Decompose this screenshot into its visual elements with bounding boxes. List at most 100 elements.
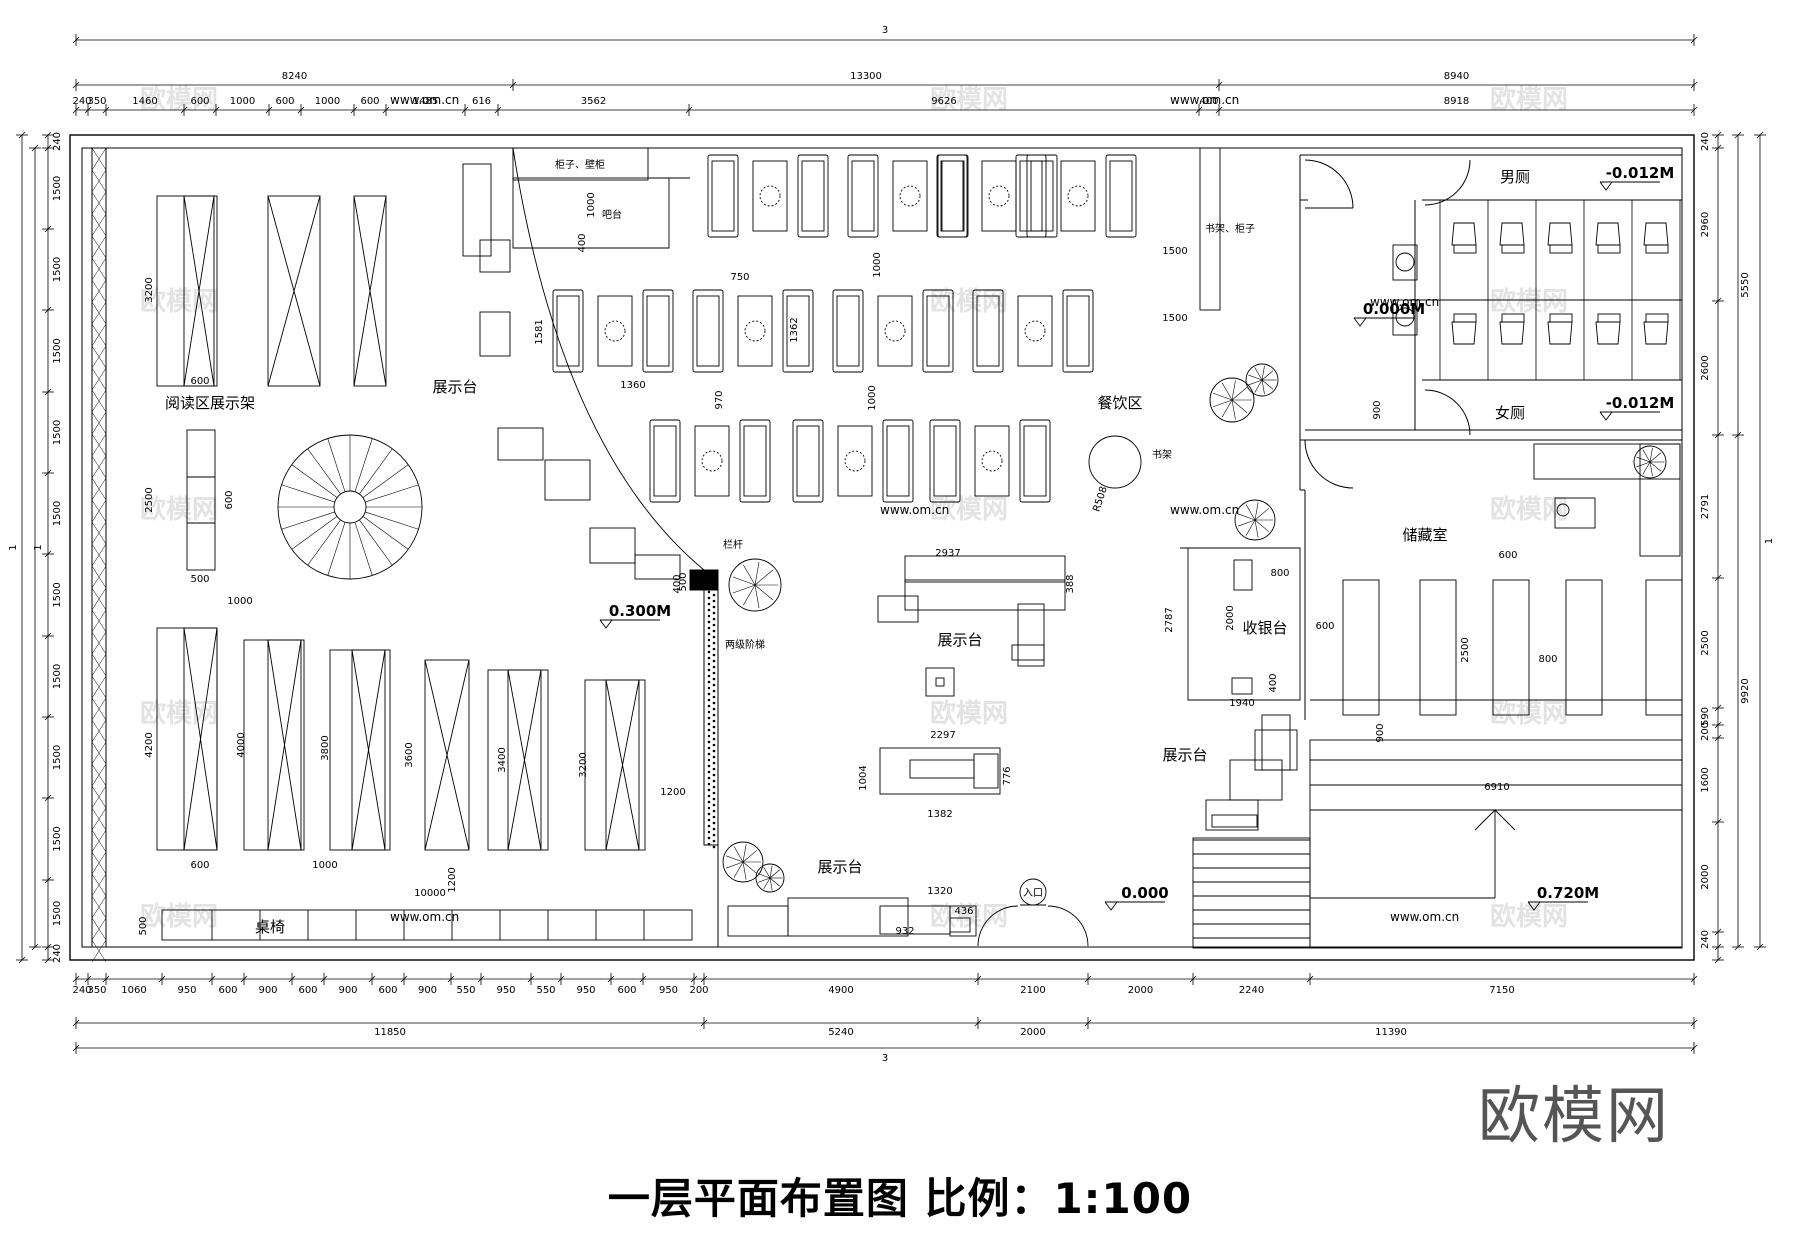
label-dining-area: 餐饮区 — [1097, 394, 1142, 412]
dimension-tick — [208, 975, 216, 983]
right-tier2-label: 5550 — [1740, 272, 1751, 297]
toilet-tank — [1597, 313, 1621, 323]
toilet-fixture — [1451, 222, 1477, 246]
stair-tread — [307, 519, 341, 566]
dimension-tick — [297, 106, 305, 114]
top-tier3-label: 350 — [87, 96, 106, 107]
label-cabinet: 柜子、壁柜 — [555, 158, 605, 171]
top-tier3-label: 240 — [72, 96, 91, 107]
toilet-tank — [1453, 313, 1477, 323]
washbasin — [1395, 252, 1415, 272]
sofa-seat — [832, 289, 864, 373]
plant-leaf — [1254, 519, 1269, 532]
plant-leaf — [742, 861, 757, 874]
inner-dimension-label: 1004 — [858, 765, 869, 790]
bookshelf-frame — [329, 649, 391, 851]
cashier-counter — [1180, 547, 1301, 701]
brace-diagonal — [91, 763, 107, 787]
watermark-url: www.om.cn — [880, 503, 949, 517]
left-seg-label: 1500 — [52, 176, 63, 201]
right-tier1-label: 2500 — [1700, 630, 1711, 655]
level-stage: 0.720M — [1537, 884, 1599, 902]
hatch-dot — [712, 833, 716, 837]
stair-tread — [359, 519, 393, 566]
dimension-tick — [1734, 131, 1742, 139]
dimension-tick — [180, 106, 188, 114]
dining-table — [981, 160, 1017, 232]
plant-leaf — [1636, 456, 1651, 463]
plant-leaf — [1245, 504, 1256, 521]
brace-diagonal — [91, 345, 107, 369]
inner-dimension-label: 600 — [190, 376, 209, 387]
stair-tread — [365, 484, 419, 503]
shelf-cross — [351, 649, 386, 851]
hatch-dot — [712, 653, 716, 657]
left-overall-a-label: 1 — [8, 544, 19, 550]
dimension-tick — [320, 975, 328, 983]
brace-diagonal — [91, 741, 107, 765]
plant-leaf — [754, 584, 760, 609]
watermark-text: 欧模网 — [140, 901, 218, 932]
brace-diagonal — [91, 917, 107, 941]
hatch-dot — [707, 662, 711, 666]
top-tier3-label: 1485 — [413, 96, 438, 107]
plant-leaf — [742, 844, 747, 863]
table-plant — [759, 185, 781, 207]
dimension-tick — [1714, 818, 1722, 826]
level-marker — [599, 619, 613, 629]
sofa-seat — [692, 289, 724, 373]
level-womens-toilet: -0.012M — [1606, 394, 1675, 412]
dimension-tick — [288, 975, 296, 983]
hatch-dot — [712, 845, 716, 849]
plant-pot — [755, 863, 785, 893]
label-bar-counter: 吧台 — [602, 208, 622, 221]
inner-dimension-label: 400 — [577, 233, 588, 252]
plant-pot — [1234, 499, 1276, 541]
hatch-dot — [707, 602, 711, 606]
inner-dimension-label: 6910 — [1484, 782, 1509, 793]
plant-leaf — [1213, 392, 1233, 401]
label-storage-room: 储藏室 — [1402, 526, 1447, 544]
plant-leaf — [1221, 382, 1233, 401]
inner-dimension-label: 2500 — [1460, 637, 1471, 662]
hatch-dot — [707, 764, 711, 768]
dimension-tick — [607, 975, 615, 983]
dimension-lines — [16, 34, 1766, 1054]
level-ground: 0.000 — [1121, 884, 1168, 902]
shelf-cross — [267, 639, 302, 851]
sofa-cushion — [941, 160, 965, 232]
sofa-seat — [739, 419, 771, 503]
brace-diagonal — [91, 367, 107, 391]
hatch-dot — [707, 686, 711, 690]
left-seg-label: 1500 — [52, 338, 63, 363]
stair-step — [479, 311, 511, 357]
dimension-tick — [31, 943, 39, 951]
dimension-tick — [400, 975, 408, 983]
display-table — [877, 595, 919, 623]
brace-diagonal — [91, 873, 107, 897]
hatch-dot — [707, 728, 711, 732]
plant-leaf — [733, 861, 744, 878]
bottom-tier2-label: 11850 — [374, 1027, 406, 1038]
dimension-tick — [44, 225, 52, 233]
door-swing — [1424, 159, 1471, 206]
display-shelf — [186, 429, 216, 571]
brace-diagonal — [91, 235, 107, 259]
plant-leaf — [725, 855, 744, 863]
level-washroom: 0.000M — [1363, 300, 1425, 318]
stair-tread — [362, 516, 409, 550]
right-tier1-label: 590 — [1700, 707, 1711, 726]
dimension-tick — [1306, 975, 1314, 983]
toilet-fixture — [1643, 222, 1669, 246]
hatch-dot — [707, 704, 711, 708]
inner-dimension-label: 400 — [1268, 673, 1279, 692]
bottom-tier1-label: 950 — [576, 985, 595, 996]
sofa-cushion — [696, 295, 720, 367]
dimension-tick — [44, 388, 52, 396]
dining-table — [1017, 295, 1053, 367]
hatch-dot — [712, 623, 716, 627]
inner-dimension-label: 388 — [1065, 574, 1076, 593]
plant-leaf — [725, 861, 744, 869]
storage-counter — [1533, 443, 1681, 480]
dimension-tick — [44, 306, 52, 314]
